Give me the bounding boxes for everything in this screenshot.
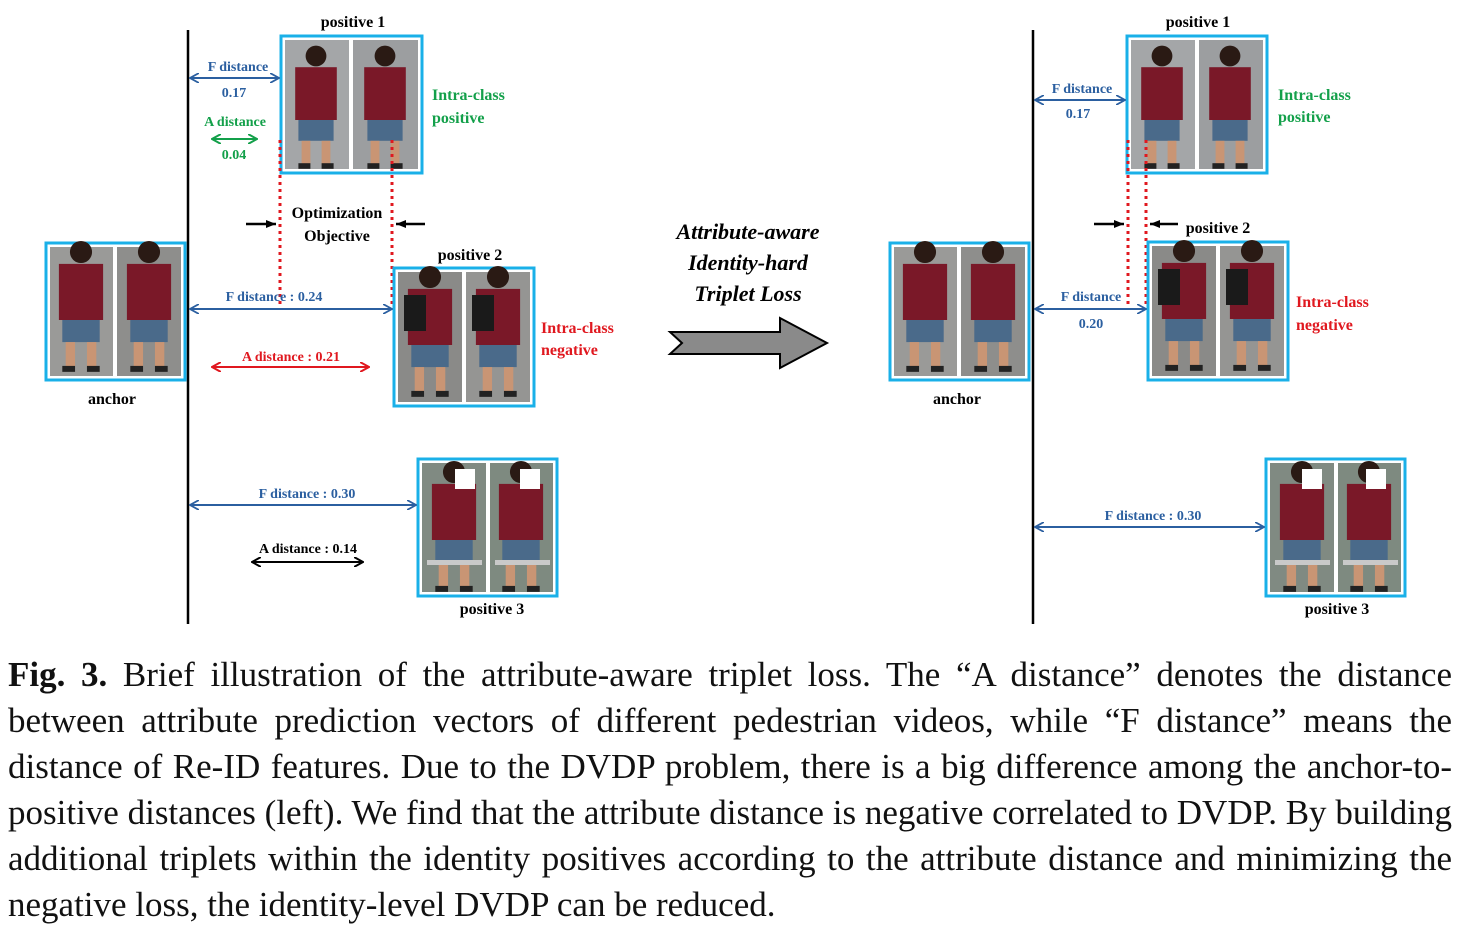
f-distance-label-p3-left: F distance : 0.30 xyxy=(259,487,356,502)
positive1-label-left: positive 1 xyxy=(321,14,385,31)
intra-negative-label-left-2: negative xyxy=(541,342,598,359)
anchor-label-left: anchor xyxy=(88,391,136,408)
loss-title-line1: Attribute-aware xyxy=(674,219,819,244)
a-distance-label-p2-left: A distance : 0.21 xyxy=(242,350,340,365)
optimization-objective-label-2: Objective xyxy=(304,228,370,245)
a-distance-label-p1-left: A distance xyxy=(204,115,266,130)
positive1-image-left xyxy=(279,34,424,175)
intra-positive-label-right-2: positive xyxy=(1278,109,1330,126)
right-arrow-icon xyxy=(667,316,830,370)
a-distance-value-p1-left: 0.04 xyxy=(222,148,247,163)
positive3-image-left xyxy=(416,457,559,598)
intra-negative-label-left: Intra-class xyxy=(541,320,614,337)
anchor-image-left xyxy=(44,240,187,382)
figure-caption: Fig. 3. Brief illustration of the attrib… xyxy=(8,652,1452,928)
intra-positive-label-right: Intra-class xyxy=(1278,87,1351,104)
positive1-image-right xyxy=(1125,34,1269,175)
positive2-label-right: positive 2 xyxy=(1186,220,1250,237)
f-distance-value-p2-right: 0.20 xyxy=(1079,317,1104,332)
f-distance-value-p1-right: 0.17 xyxy=(1066,107,1091,122)
caption-label: Fig. 3. xyxy=(8,655,108,694)
f-distance-label-p1-left: F distance xyxy=(208,60,269,75)
positive3-label-left: positive 3 xyxy=(460,601,524,618)
intra-positive-label-left-2: positive xyxy=(432,110,484,127)
f-distance-label-p1-right: F distance xyxy=(1052,82,1113,97)
f-distance-value-p1-left: 0.17 xyxy=(222,86,247,101)
a-distance-label-p3-left: A distance : 0.14 xyxy=(259,542,357,557)
intra-positive-label-left: Intra-class xyxy=(432,87,505,104)
loss-title-line2: Identity-hard xyxy=(687,250,809,275)
caption-text: Brief illustration of the attribute-awar… xyxy=(8,655,1453,924)
positive3-label-right: positive 3 xyxy=(1305,601,1369,618)
anchor-label-right: anchor xyxy=(933,391,981,408)
f-distance-label-p2-left: F distance : 0.24 xyxy=(226,290,323,305)
f-distance-label-p2-right: F distance xyxy=(1061,290,1122,305)
optimization-objective-label: Optimization xyxy=(292,205,383,222)
intra-negative-label-right: Intra-class xyxy=(1296,294,1369,311)
positive2-image-right xyxy=(1146,239,1290,382)
intra-negative-label-right-2: negative xyxy=(1296,317,1353,334)
triplet-loss-figure: anchor positive 1 Intra-class positive F… xyxy=(44,14,1407,624)
positive1-label-right: positive 1 xyxy=(1166,14,1230,31)
positive3-image-right xyxy=(1264,457,1407,598)
positive2-label-left: positive 2 xyxy=(438,247,502,264)
anchor-image-right xyxy=(888,240,1031,382)
loss-title-line3: Triplet Loss xyxy=(694,281,801,306)
positive2-image-left xyxy=(392,265,536,408)
f-distance-label-p3-right: F distance : 0.30 xyxy=(1105,509,1202,524)
